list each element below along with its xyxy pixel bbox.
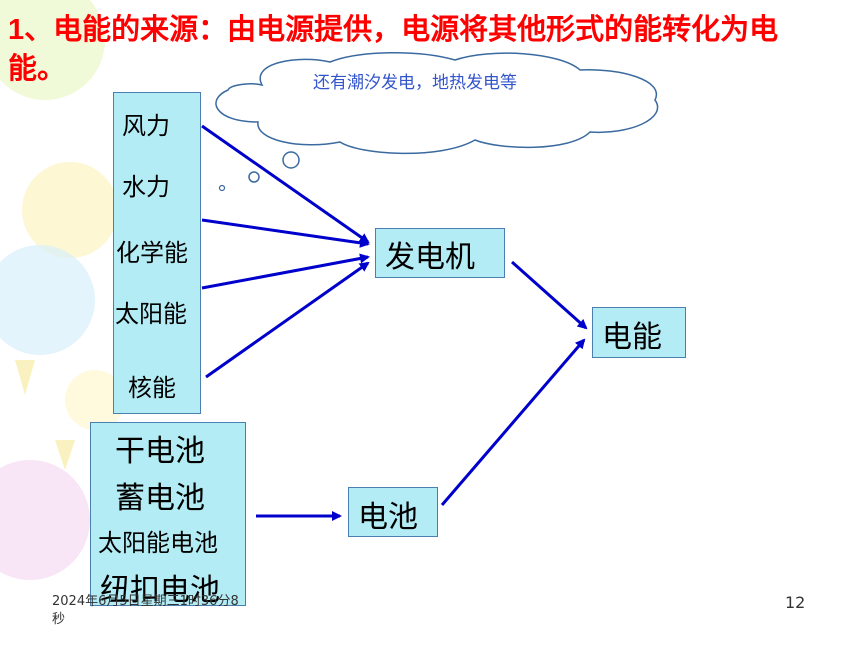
source-hydro: 水力 bbox=[122, 173, 170, 201]
battery-type-box bbox=[90, 422, 246, 606]
source-nuclear: 核能 bbox=[128, 374, 176, 402]
footer-date: 2024年6月5日星期三1时36分8秒 bbox=[52, 594, 239, 627]
source-chemical: 化学能 bbox=[116, 239, 188, 267]
arrow-wind-generator bbox=[201, 124, 370, 244]
generator-box bbox=[375, 228, 505, 278]
electric-energy-label: 电能 bbox=[602, 320, 662, 355]
arrow-nuclear-generator bbox=[205, 261, 370, 379]
slide-title: 1、电能的来源：由电源提供，电源将其他形式的能转化为电能。 bbox=[8, 10, 828, 87]
battery-label: 电池 bbox=[358, 500, 418, 535]
arrow-generator-energy bbox=[511, 260, 588, 330]
battery-storage: 蓄电池 bbox=[115, 481, 205, 516]
battery-dry-cell: 干电池 bbox=[115, 434, 205, 469]
title-number: 1 bbox=[8, 14, 25, 46]
battery-button-cell: 纽扣电池 bbox=[100, 573, 220, 608]
energy-source-box bbox=[113, 92, 201, 414]
source-wind: 风力 bbox=[122, 112, 170, 140]
electric-energy-box bbox=[592, 307, 686, 358]
battery-solar-cell: 太阳能电池 bbox=[98, 529, 218, 557]
title-text: 、电能的来源：由电源提供，电源将其他形式的能转化为电能。 bbox=[8, 12, 779, 85]
arrow-battery-energy bbox=[440, 338, 586, 506]
arrow-chemical-generator bbox=[201, 218, 370, 248]
source-solar: 太阳能 bbox=[115, 300, 187, 328]
arrow-solar-generator bbox=[201, 253, 370, 290]
page-number: 12 bbox=[785, 593, 806, 612]
generator-label: 发电机 bbox=[385, 240, 475, 275]
cloud-note: 还有潮汐发电，地热发电等 bbox=[313, 73, 517, 93]
battery-box bbox=[348, 487, 438, 537]
